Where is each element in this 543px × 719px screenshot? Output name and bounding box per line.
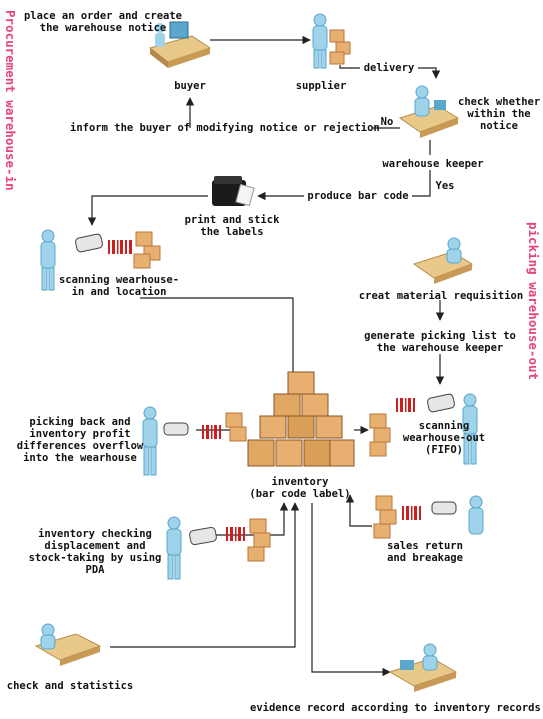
requisition-desk-icon <box>412 237 474 284</box>
picking-back-label: picking back and inventory profit differ… <box>16 416 144 464</box>
inventory-checking-label: inventory checking displacement and stoc… <box>28 528 162 576</box>
print-labels-label: print and stick the labels <box>184 214 280 238</box>
delivery-label: delivery <box>360 62 418 74</box>
produce-barcode-label: produce bar code <box>307 190 409 202</box>
buyer-label: buyer <box>174 80 206 92</box>
sales-return-label: sales return and breakage <box>387 540 463 564</box>
inventory-check-person-icon <box>166 516 271 580</box>
supplier-label: supplier <box>295 80 347 92</box>
requisition-label: creat material requisition <box>358 290 524 302</box>
supplier-icon <box>312 13 351 69</box>
printer-icon <box>212 176 255 207</box>
picking-back-person-icon <box>142 406 247 476</box>
inventory-boxes-icon <box>247 371 355 467</box>
inform-label: inform the buyer of modifying notice or … <box>70 122 380 134</box>
inventory-label: inventory (bar code label) <box>249 476 351 500</box>
scan-out-label: scanning wearhouse-out (FIFO) <box>402 420 486 456</box>
check-notice-label: check whether within the notice <box>458 96 541 132</box>
buyer-desk-icon <box>148 21 212 68</box>
warehouse-keeper-label: warehouse keeper <box>382 158 484 170</box>
sales-return-person-icon <box>373 495 484 539</box>
scan-in-label: scanning wearhouse- in and location <box>58 274 180 298</box>
picking-list-label: generate picking list to the warehouse k… <box>354 330 526 354</box>
yes-label: Yes <box>435 180 455 192</box>
check-notice-desk-icon <box>398 85 460 138</box>
statistics-label: check and statistics <box>6 680 134 692</box>
evidence-desk-icon <box>388 643 458 692</box>
order-label: place an order and create the warehouse … <box>23 10 183 34</box>
no-label: No <box>380 116 394 128</box>
statistics-desk-icon <box>34 623 102 666</box>
evidence-label: evidence record according to inventory r… <box>250 702 541 714</box>
scan-in-person-icon <box>40 229 161 291</box>
scan-out-person-icon <box>369 393 478 465</box>
